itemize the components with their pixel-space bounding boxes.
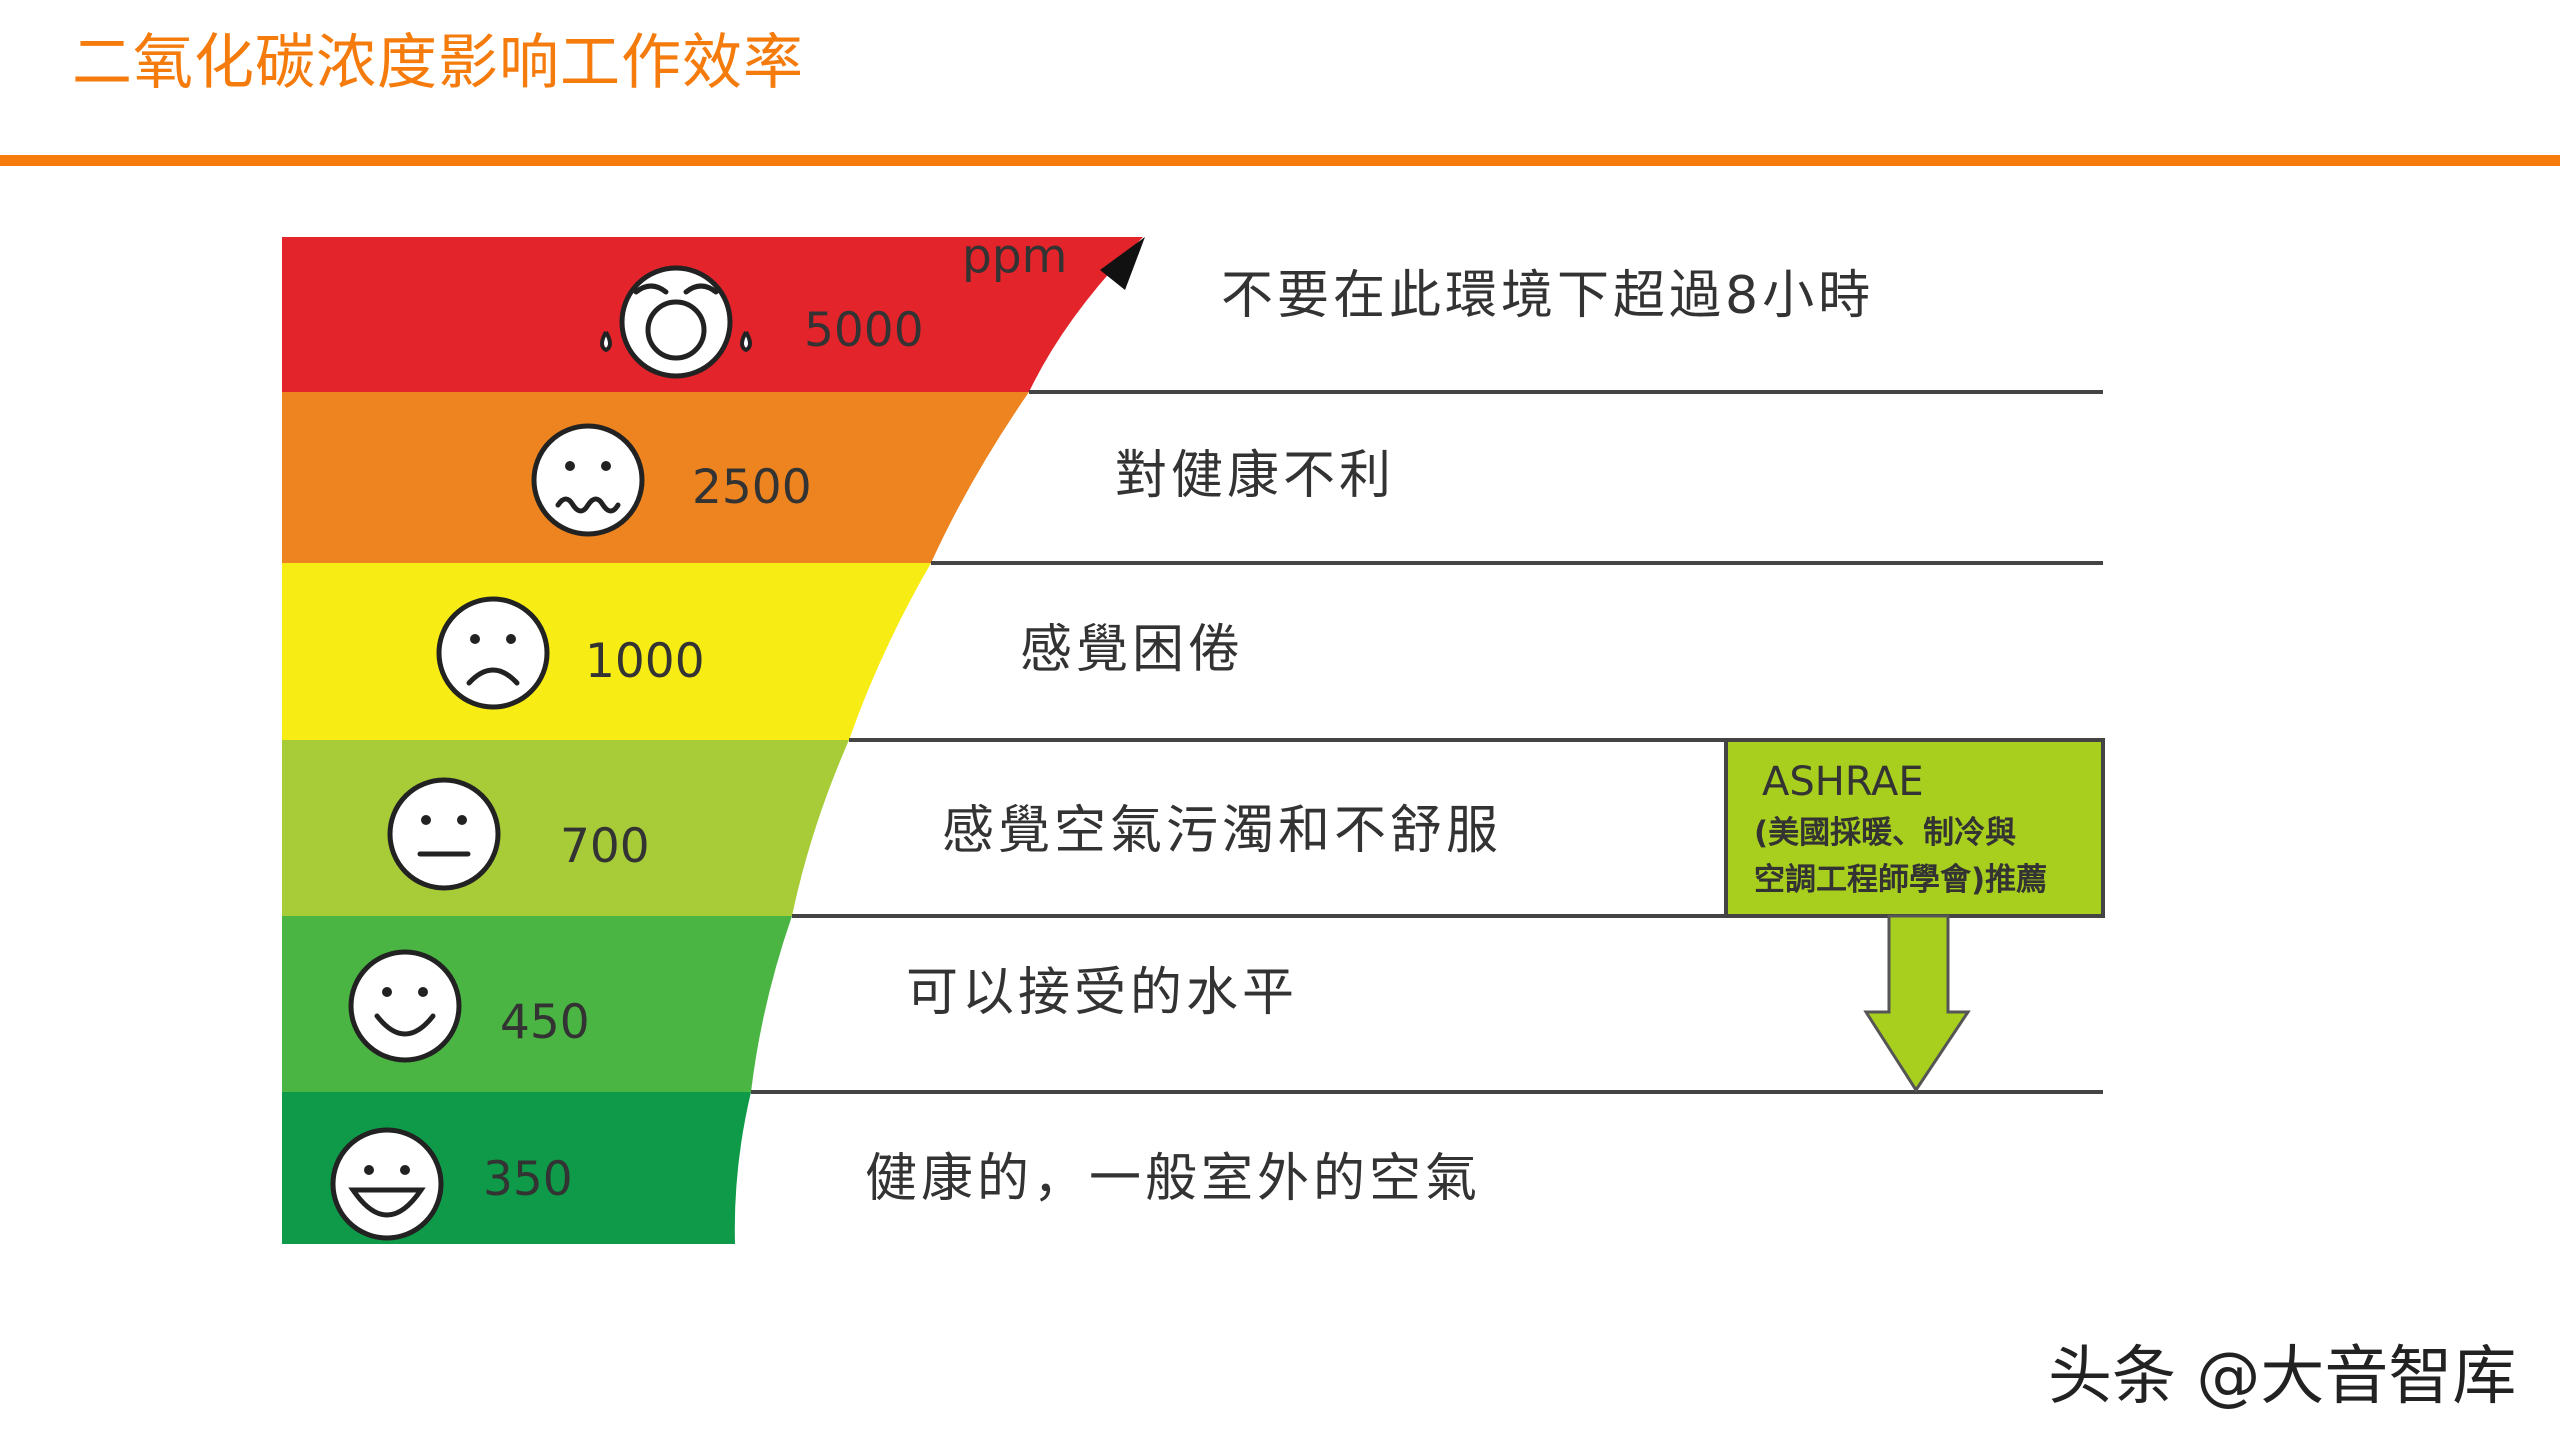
band-2500 [282,392,1029,563]
smile-face-icon [348,949,462,1063]
level-description: 感覺困倦 [1020,620,1244,680]
neutral-face-icon [387,777,501,891]
ppm-value: 2500 [692,460,812,515]
level-description: 可以接受的水平 [906,963,1298,1023]
level-description: 不要在此環境下超過8小時 [1221,266,1874,326]
ppm-value: 1000 [585,634,705,689]
ashrae-down-arrow-icon [1863,914,1971,1093]
title-divider [0,155,2560,166]
band-1000 [282,563,931,740]
ppm-value: 5000 [804,303,924,358]
queasy-face-icon [531,423,645,537]
page-title: 二氧化碳浓度影响工作效率 [72,28,804,98]
crying-face-icon [600,265,752,379]
ppm-value: 700 [560,819,650,874]
ashrae-line2: 空調工程師學會)推薦 [1754,862,2047,898]
ashrae-line1: (美國採暖、制冷與 [1754,815,2016,851]
unit-label: ppm [962,229,1067,284]
level-description: 對健康不利 [1115,446,1395,506]
level-description: 健康的，一般室外的空氣 [865,1149,1481,1209]
sad-face-icon [436,596,550,710]
ppm-value: 350 [483,1152,573,1207]
ppm-value: 450 [500,995,590,1050]
arrow-head-icon [1100,237,1145,290]
ashrae-box: ASHRAE (美國採暖、制冷與 空調工程師學會)推薦 [1724,738,2105,918]
watermark: 头条 @大音智库 [2048,1340,2517,1414]
grin-face-icon [330,1127,444,1241]
level-description: 感覺空氣污濁和不舒服 [942,801,1502,861]
ashrae-name: ASHRAE [1762,759,1924,805]
